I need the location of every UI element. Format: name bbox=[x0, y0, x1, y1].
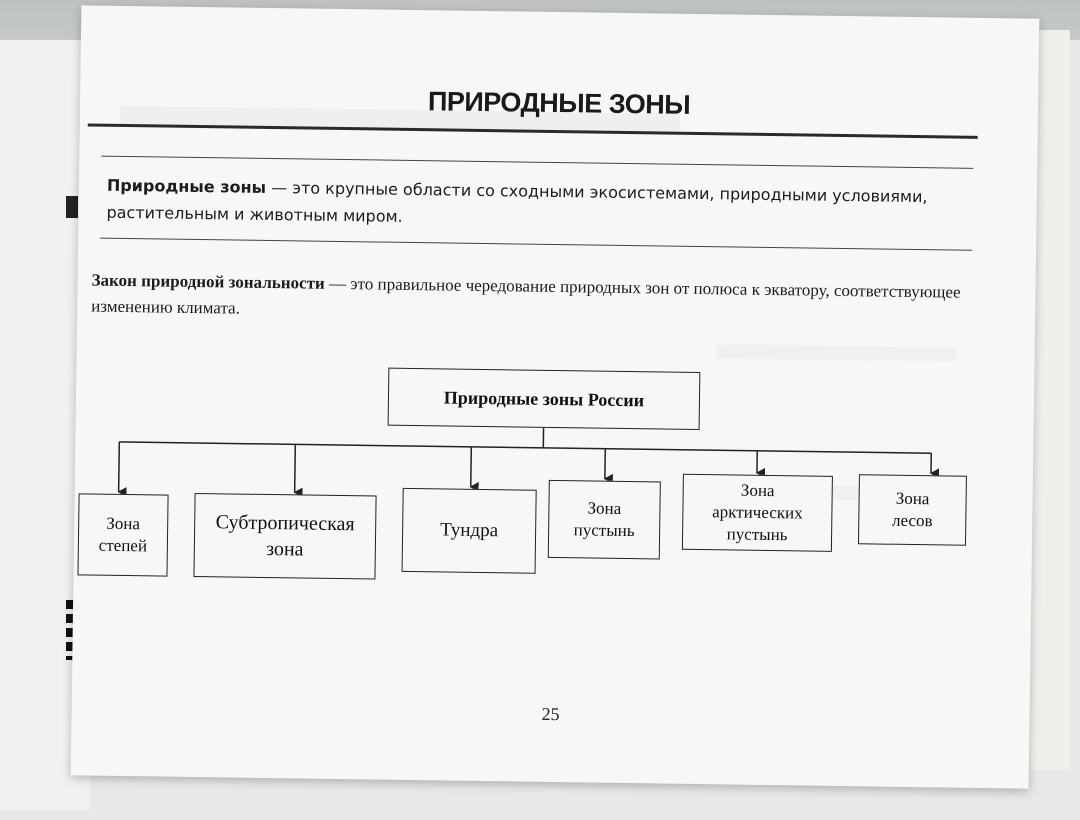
book-page: ПРИРОДНЫЕ ЗОНЫ Природные зоны — это круп… bbox=[71, 5, 1040, 788]
connector-bus bbox=[119, 442, 931, 453]
zone-label-line: Тундра bbox=[440, 519, 498, 542]
edge-mark bbox=[66, 196, 78, 218]
arrow-stepi bbox=[119, 442, 120, 492]
zone-box-tundra: Тундра bbox=[402, 488, 537, 574]
zone-label-line: пустынь bbox=[712, 523, 803, 546]
diagram-root: Природные зоны России bbox=[388, 368, 701, 430]
zone-label-line: лесов bbox=[892, 510, 933, 533]
zone-label-line: Субтропическая bbox=[216, 509, 355, 537]
zone-label-line: зона bbox=[215, 535, 354, 563]
zone-label-line: Зона bbox=[892, 488, 933, 511]
zone-label-line: пустынь bbox=[574, 519, 635, 542]
zone-label-line: степей bbox=[99, 535, 148, 558]
arrow-subtropics bbox=[295, 444, 296, 492]
zone-label-line: арктических bbox=[712, 501, 803, 524]
zone-label-line: Зона bbox=[574, 497, 635, 520]
zone-label-line: Зона bbox=[99, 513, 148, 536]
zone-label-line: Зона bbox=[712, 479, 803, 502]
arrow-tundra bbox=[471, 447, 472, 487]
